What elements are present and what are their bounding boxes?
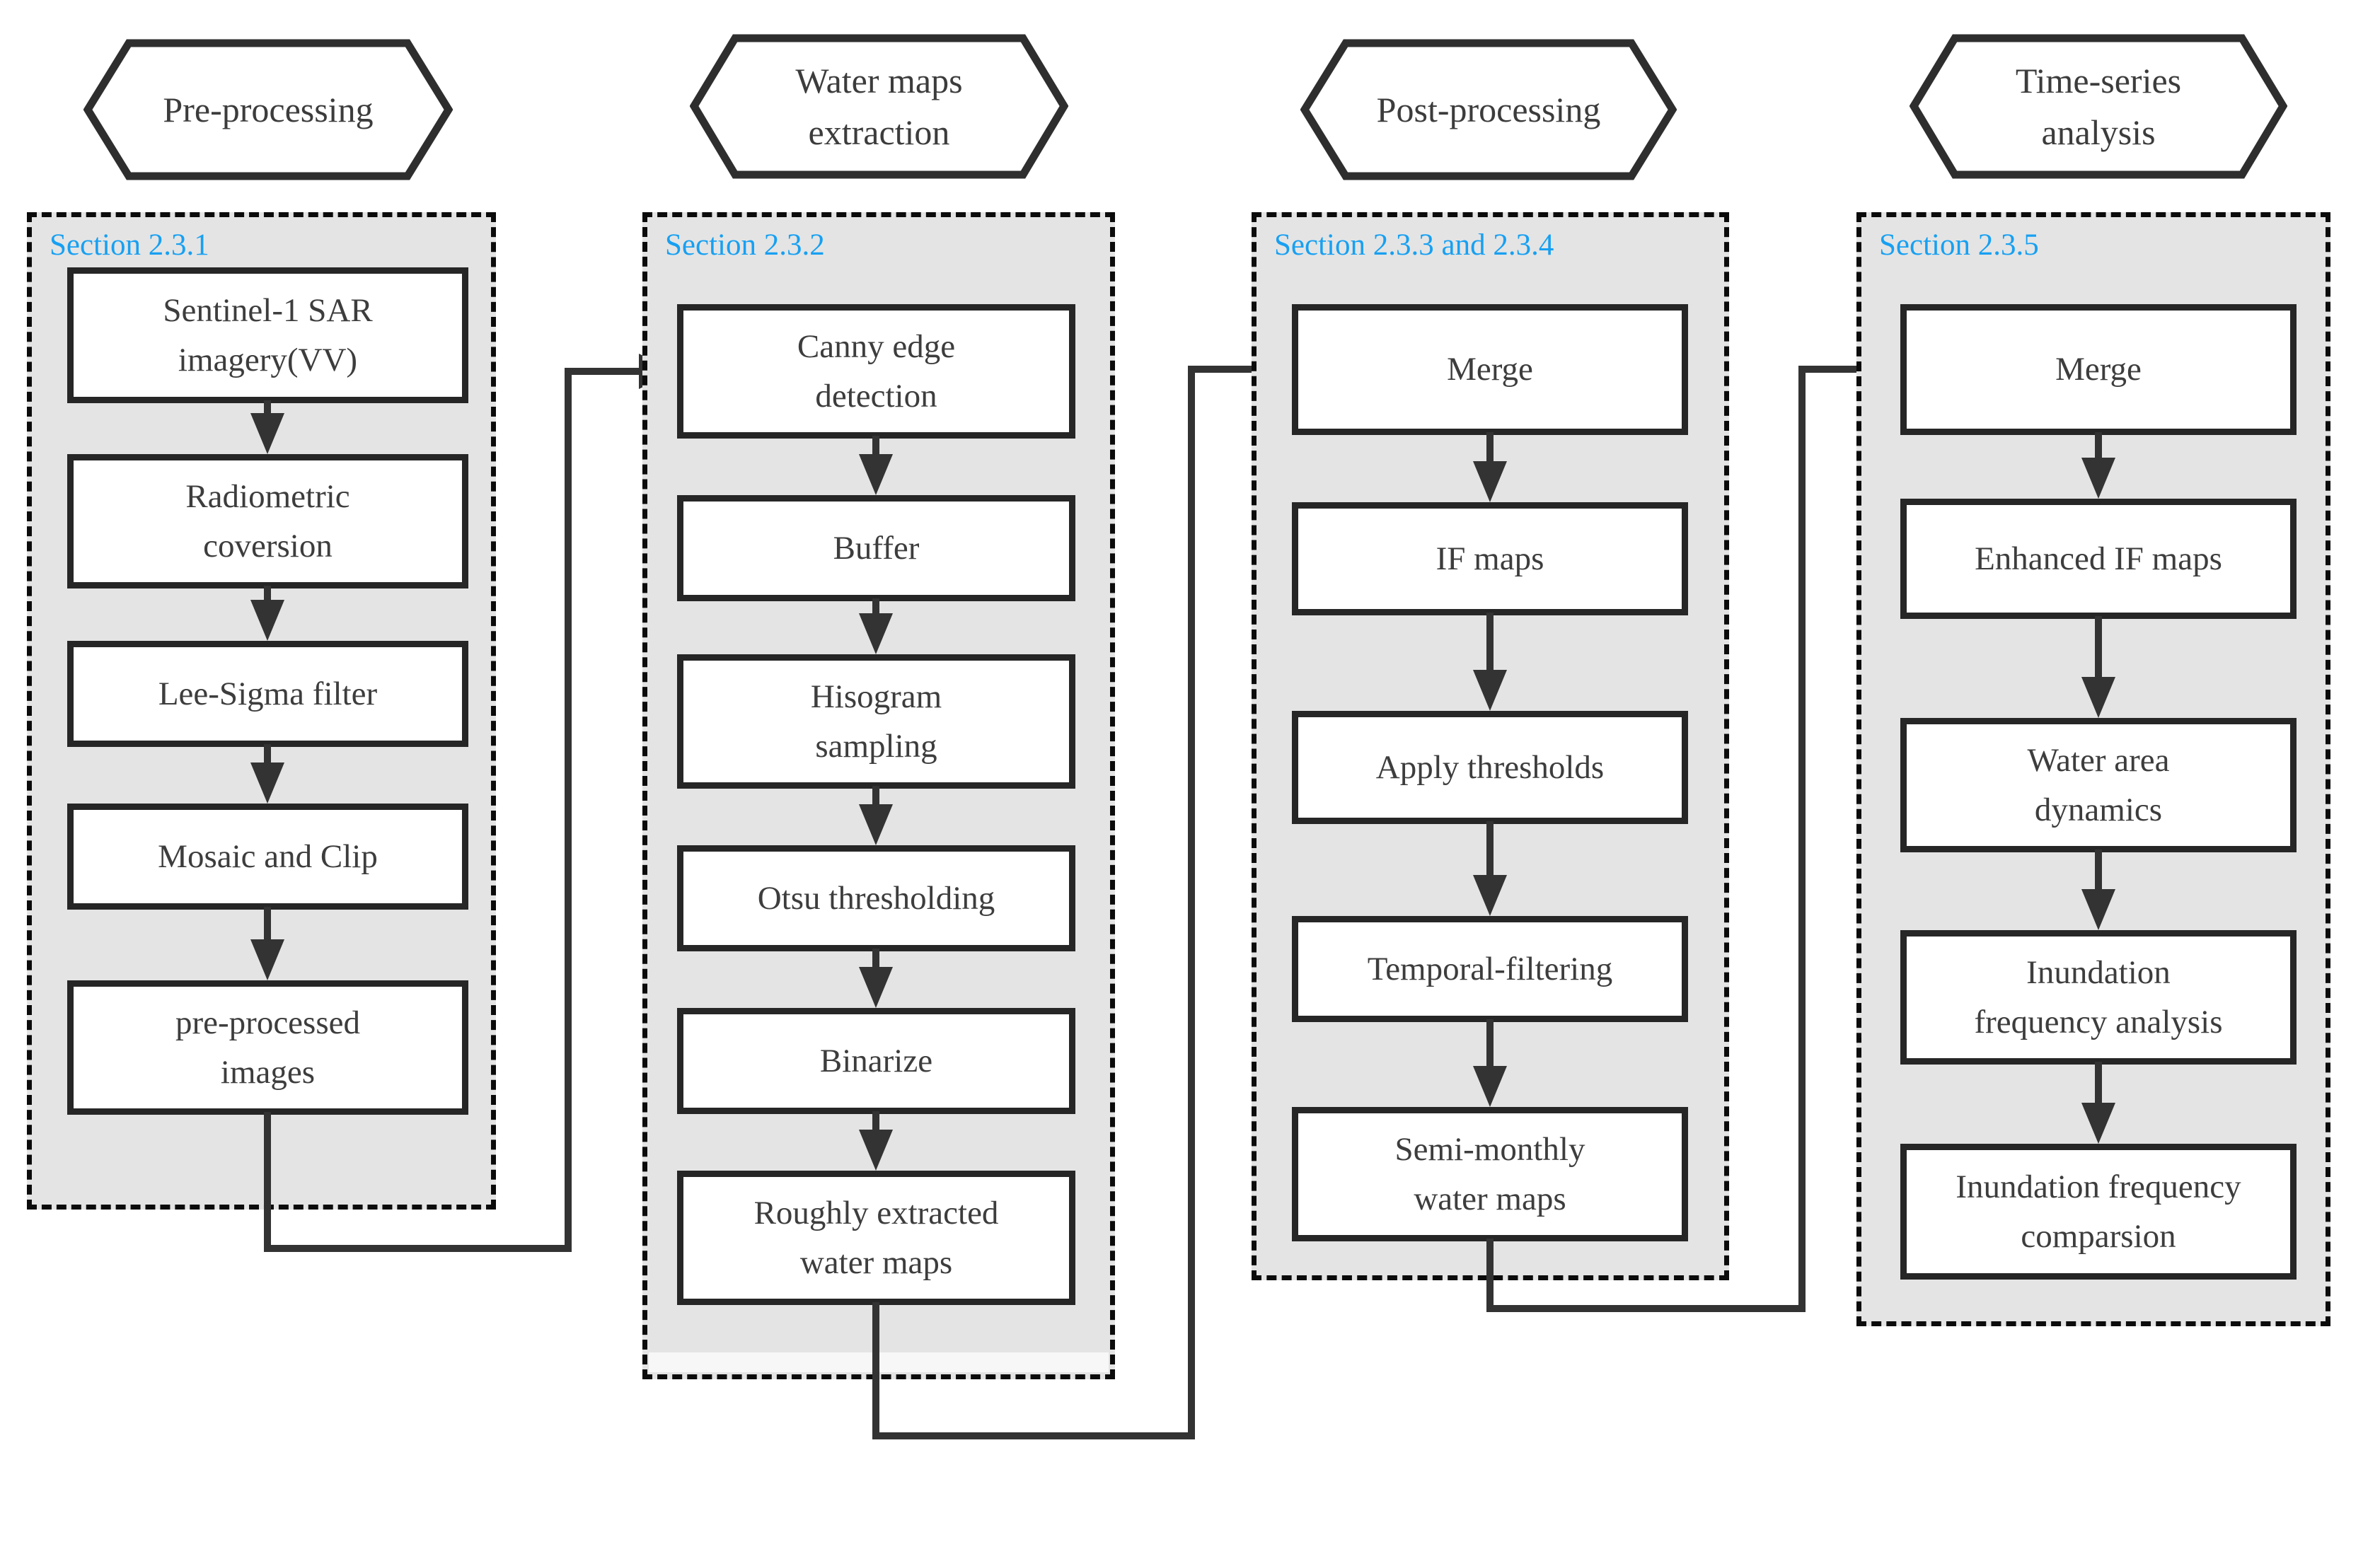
down-arrow-icon [859, 1130, 893, 1171]
connector-segment-horizontal [872, 1432, 1195, 1439]
down-arrow-icon [859, 613, 893, 654]
hexagon-shape-icon [83, 39, 453, 180]
down-arrow-icon [2081, 677, 2115, 718]
process-box-lee-sigma-filter: Lee-Sigma filter [67, 641, 468, 747]
down-arrow-icon [250, 600, 284, 641]
stage-hexagon-time-series-analysis: Time-series analysis [1910, 34, 2287, 179]
down-arrow-icon [1473, 461, 1507, 502]
process-box-otsu-thresholding: Otsu thresholding [677, 845, 1075, 951]
process-box-temporal-filtering: Temporal-filtering [1292, 916, 1688, 1022]
process-box-roughly-extracted-water-maps: Roughly extracted water maps [677, 1171, 1075, 1305]
process-box-canny-edge-detection: Canny edge detection [677, 304, 1075, 439]
stage-hexagon-pre-processing: Pre-processing [83, 39, 453, 180]
connector-segment-down [872, 1302, 879, 1439]
down-arrow-icon [2081, 889, 2115, 930]
process-box-pre-processed-images: pre-processed images [67, 980, 468, 1115]
down-arrow-icon [2081, 1103, 2115, 1144]
down-arrow-stem [1486, 1019, 1494, 1067]
stage-header-label: Water maps extraction [795, 61, 963, 152]
process-box-sentinel-imagery: Sentinel-1 SAR imagery(VV) [67, 267, 468, 403]
down-arrow-stem [264, 744, 271, 764]
connector-segment-down [1486, 1239, 1494, 1312]
process-box-inundation-frequency-comparsion: Inundation frequency comparsion [1900, 1144, 2297, 1280]
section-label: Section 2.3.1 [50, 228, 209, 262]
down-arrow-stem [2095, 432, 2102, 459]
down-arrow-icon [859, 804, 893, 845]
down-arrow-stem [1486, 432, 1494, 463]
down-arrow-icon [250, 413, 284, 454]
down-arrow-icon [1473, 875, 1507, 916]
hexagon-shape-icon [1910, 34, 2287, 179]
connector-segment-horizontal [1188, 366, 1259, 373]
process-box-buffer: Buffer [677, 495, 1075, 601]
stage-hexagon-water-maps-extraction: Water maps extraction [690, 34, 1068, 179]
down-arrow-stem [2095, 616, 2102, 678]
connector-segment-horizontal [1486, 1305, 1806, 1312]
down-arrow-icon [859, 967, 893, 1008]
down-arrow-stem [264, 907, 271, 941]
hexagon-shape-icon [1300, 39, 1677, 180]
process-box-inundation-frequency-analysis: Inundation frequency analysis [1900, 930, 2297, 1065]
process-box-enhanced-if-maps: Enhanced IF maps [1900, 499, 2297, 619]
process-box-binarize: Binarize [677, 1008, 1075, 1114]
section-label: Section 2.3.5 [1879, 228, 2039, 262]
section-label: Section 2.3.3 and 2.3.4 [1274, 228, 1554, 262]
stage-header-label: Pre-processing [163, 89, 374, 129]
process-box-hisogram-sampling: Hisogram sampling [677, 654, 1075, 789]
down-arrow-stem [1486, 613, 1494, 672]
process-box-merge-timeseries: Merge [1900, 304, 2297, 435]
down-arrow-icon [859, 454, 893, 495]
process-box-if-maps: IF maps [1292, 502, 1688, 615]
connector-segment-up [1188, 366, 1195, 1439]
down-arrow-stem [264, 400, 271, 414]
down-arrow-icon [1473, 1066, 1507, 1107]
process-box-semi-monthly-water-maps: Semi-monthly water maps [1292, 1107, 1688, 1241]
connector-segment-horizontal [1798, 366, 1866, 373]
down-arrow-stem [872, 1111, 879, 1131]
process-box-radiometric-coversion: Radiometric coversion [67, 454, 468, 588]
down-arrow-stem [872, 598, 879, 615]
stage-header-label: Time-series analysis [2015, 61, 2182, 152]
down-arrow-stem [872, 436, 879, 456]
connector-segment-up [1798, 366, 1806, 1312]
connector-segment-up [565, 368, 572, 1252]
process-box-apply-thresholds: Apply thresholds [1292, 711, 1688, 824]
down-arrow-stem [2095, 1062, 2102, 1104]
connector-segment-horizontal [565, 368, 642, 375]
down-arrow-stem [264, 586, 271, 601]
stage-hexagon-post-processing: Post-processing [1300, 39, 1677, 180]
connector-segment-down [264, 1112, 271, 1252]
process-box-merge-post: Merge [1292, 304, 1688, 435]
hexagon-shape-icon [690, 34, 1068, 179]
stage-header-label: Post-processing [1376, 89, 1601, 129]
down-arrow-icon [1473, 670, 1507, 711]
section-label: Section 2.3.2 [665, 228, 825, 262]
down-arrow-icon [2081, 458, 2115, 499]
down-arrow-icon [250, 939, 284, 980]
down-arrow-stem [872, 949, 879, 968]
down-arrow-stem [2095, 850, 2102, 891]
process-box-mosaic-and-clip: Mosaic and Clip [67, 804, 468, 910]
down-arrow-stem [872, 786, 879, 806]
down-arrow-stem [1486, 821, 1494, 876]
connector-segment-horizontal [264, 1245, 572, 1252]
process-box-water-area-dynamics: Water area dynamics [1900, 718, 2297, 852]
down-arrow-icon [250, 762, 284, 804]
